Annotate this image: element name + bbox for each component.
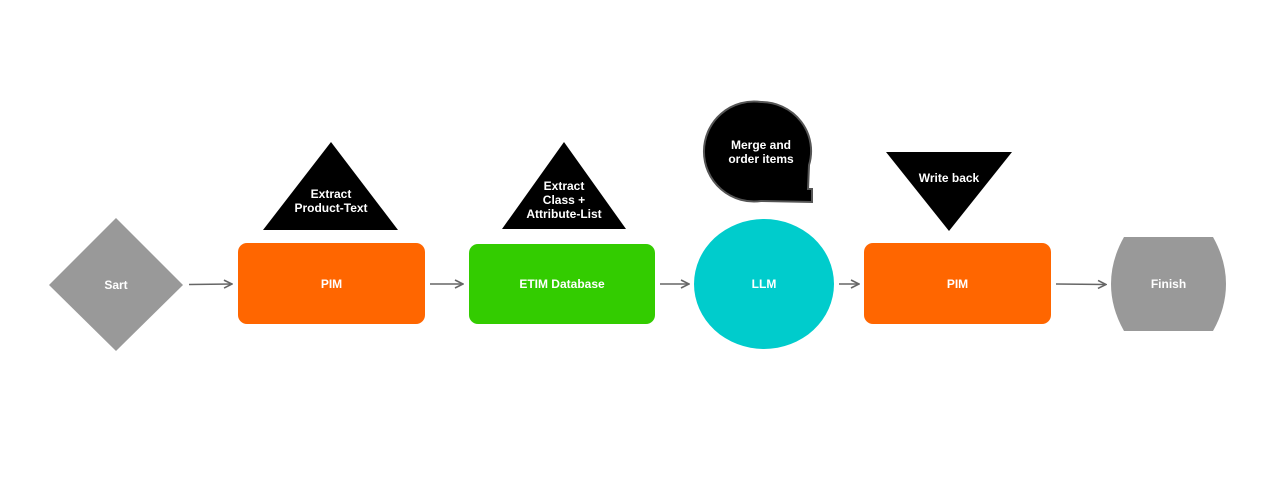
arrow-pim-to-finish xyxy=(1055,284,1106,285)
pim-source-box[interactable] xyxy=(238,243,425,324)
extract-class-attributes-triangle[interactable] xyxy=(502,142,626,229)
llm-ellipse[interactable] xyxy=(694,219,834,349)
arrow-start-to-pim xyxy=(188,284,232,285)
start-diamond[interactable] xyxy=(49,218,183,351)
merge-order-bubble[interactable] xyxy=(702,100,813,204)
pim-target-box[interactable] xyxy=(864,243,1051,324)
extract-product-text-triangle[interactable] xyxy=(263,142,398,230)
write-back-triangle[interactable] xyxy=(886,152,1012,231)
finish-terminator[interactable] xyxy=(1111,237,1226,331)
etim-database-box[interactable] xyxy=(469,244,655,324)
